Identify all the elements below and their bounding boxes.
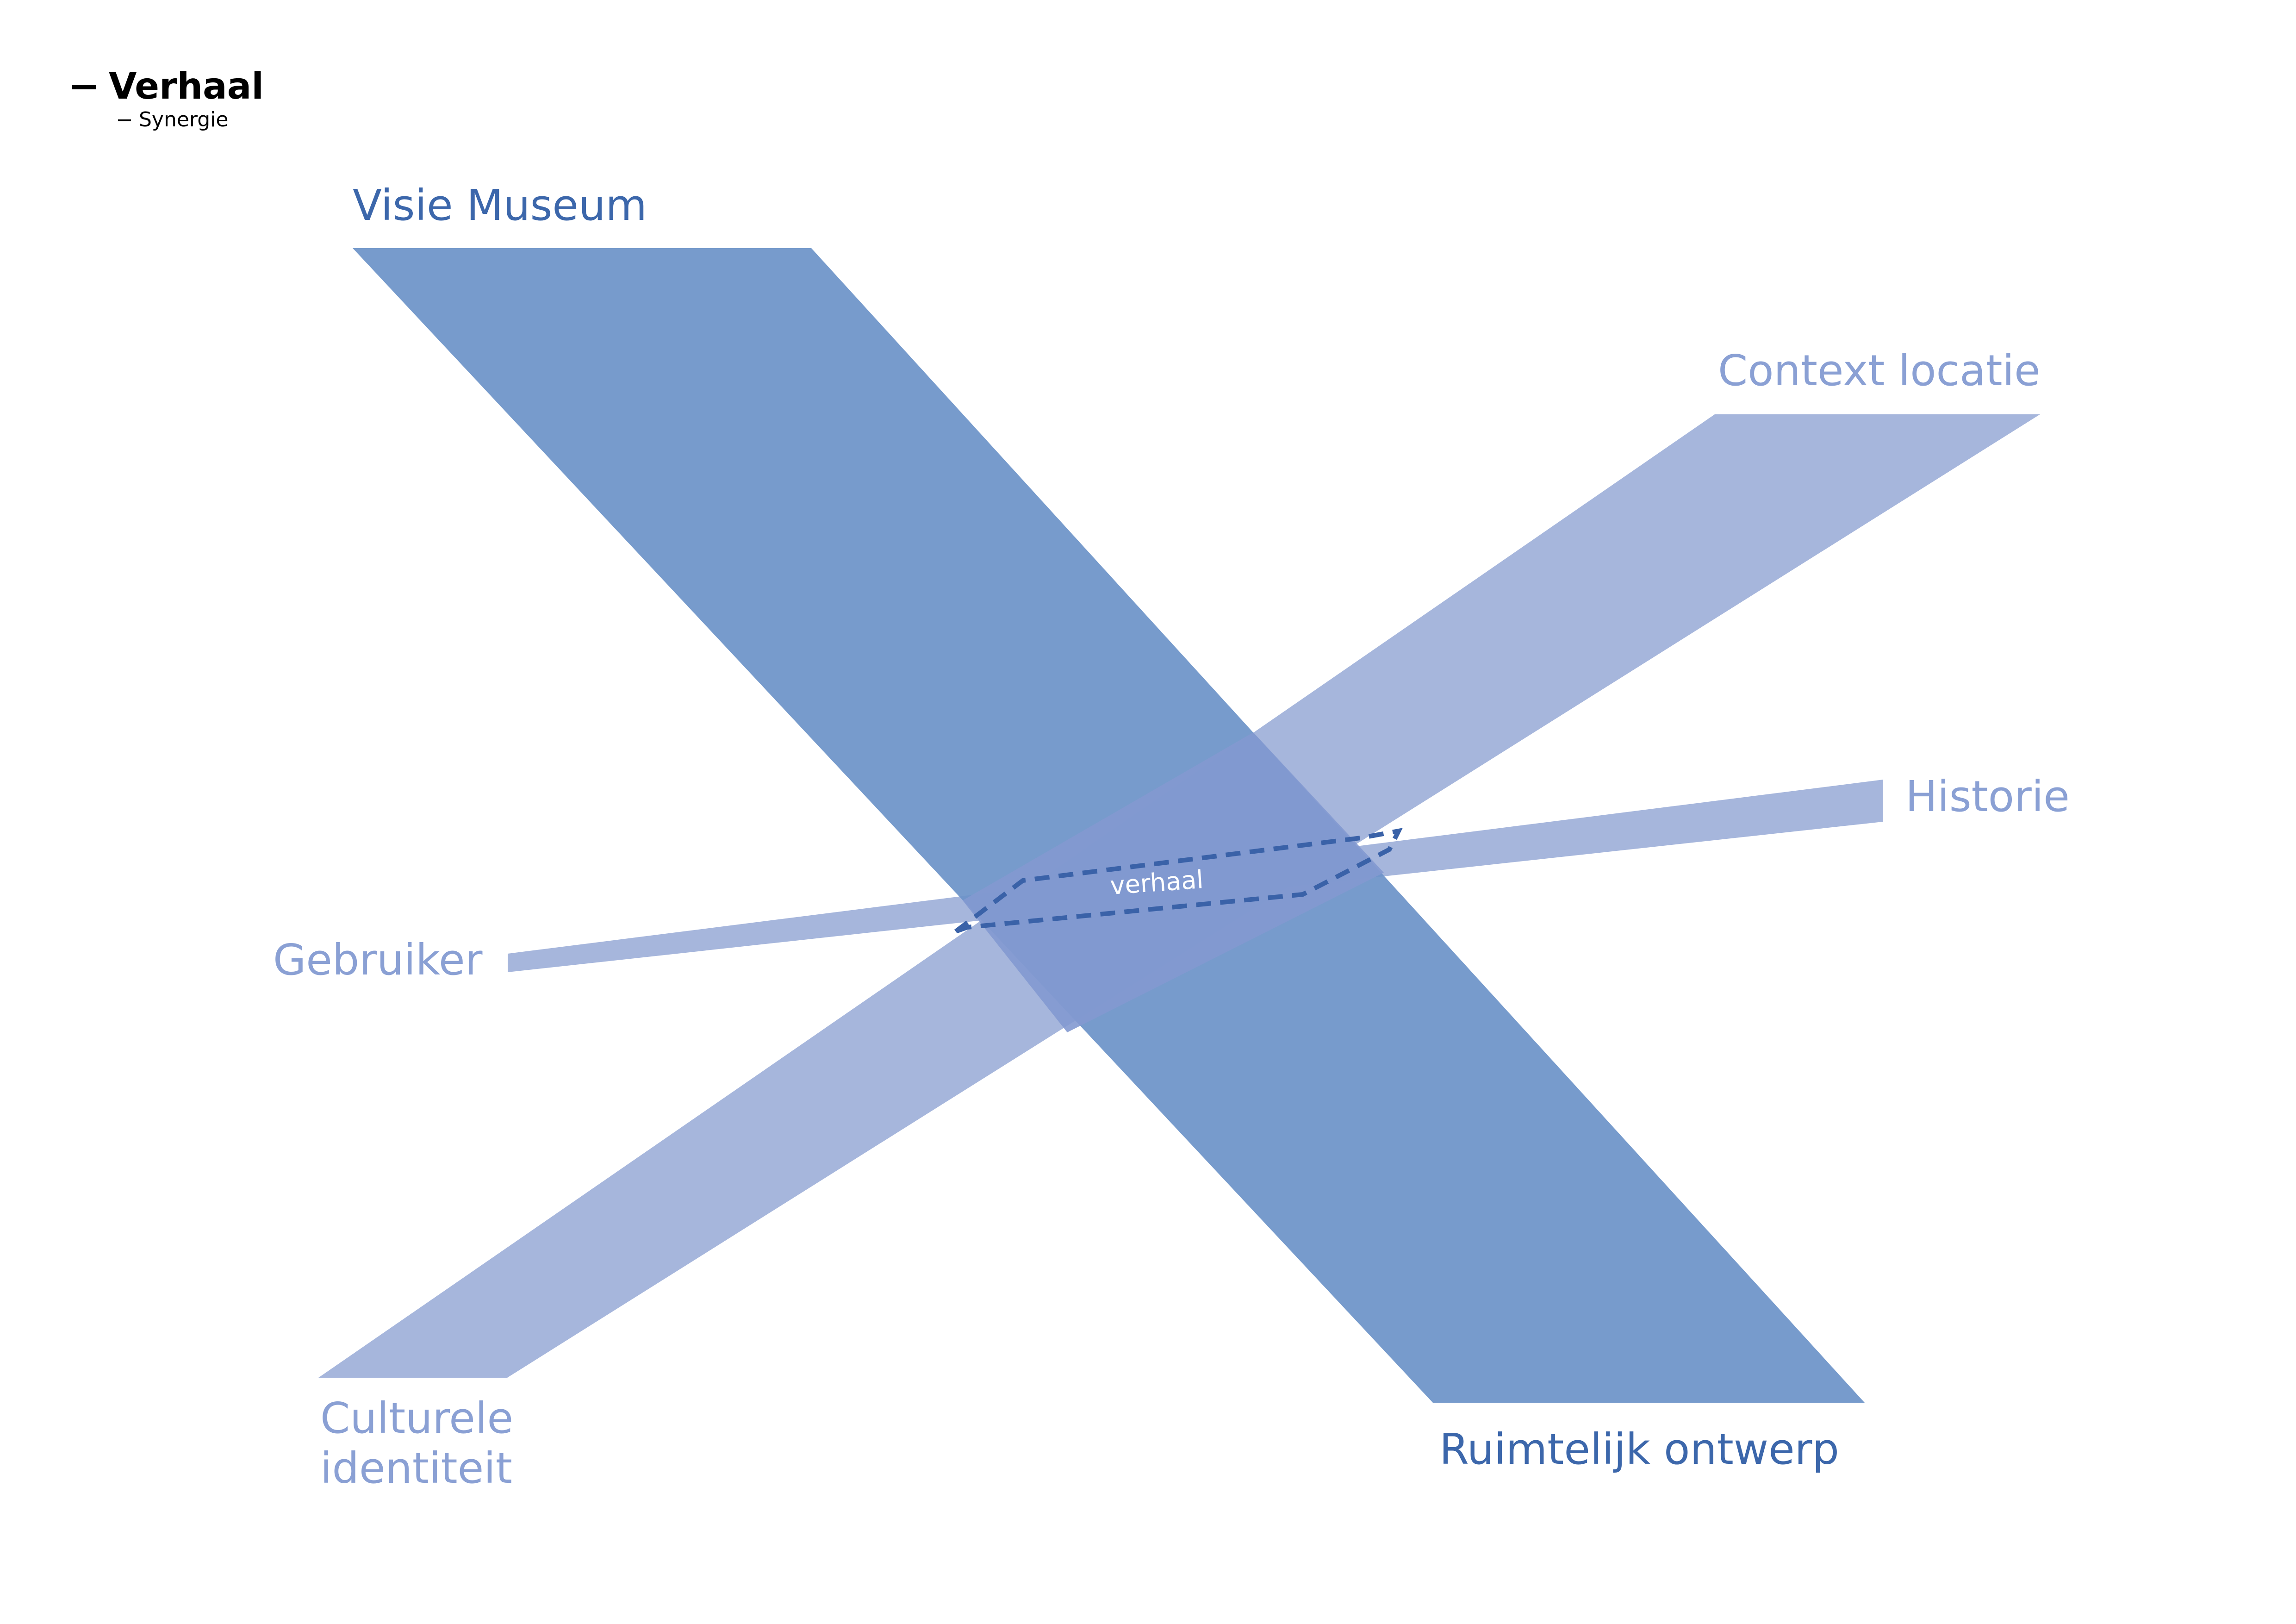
label-ruimtelijk-ontwerp: Ruimtelijk ontwerp [1439,1424,1839,1474]
band-overlap [963,732,1384,1032]
subtitle-dash-mark [118,119,131,121]
header: Verhaal Synergie [72,66,264,131]
label-visie-museum: Visie Museum [353,181,647,230]
intersection-label: verhaal [1109,865,1205,900]
labels: Visie Museum Context locatie Historie Ge… [273,181,2070,1493]
label-historie: Historie [1905,772,2070,821]
header-dash-mark [72,85,96,89]
label-culturele: Culturele [320,1393,513,1443]
bands [318,248,2040,1403]
label-context-locatie: Context locatie [1718,346,2041,395]
label-identiteit: identiteit [320,1443,512,1493]
label-gebruiker: Gebruiker [273,935,483,985]
header-subtitle: Synergie [139,108,228,131]
header-title: Verhaal [109,66,264,107]
